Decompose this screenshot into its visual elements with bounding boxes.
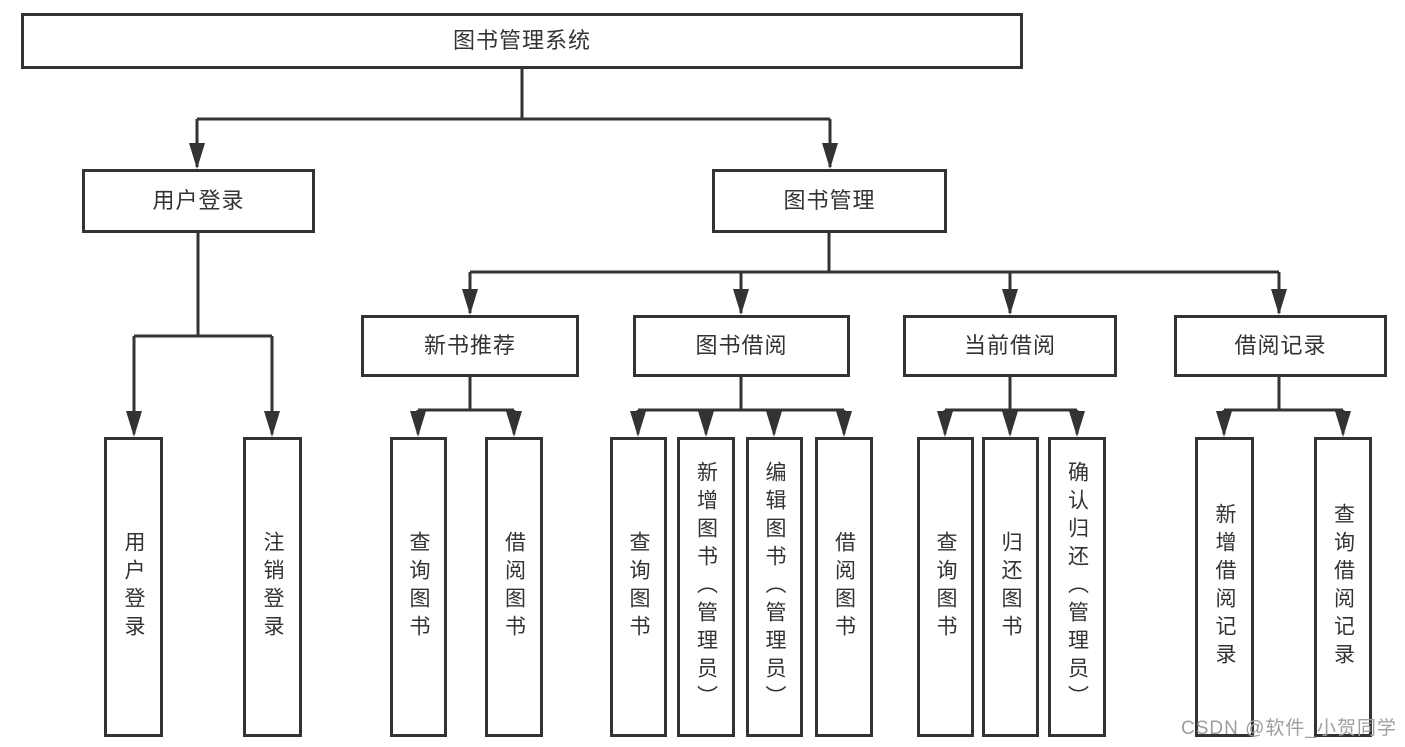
leaf-edit-book-admin: 编辑图书（管理员）	[746, 437, 803, 737]
arrowhead-icons	[126, 143, 1351, 437]
leaf-confirm-return-admin: 确认归还（管理员）	[1048, 437, 1106, 737]
node-user-login: 用户登录	[82, 169, 315, 233]
leaf-add-book-admin: 新增图书（管理员）	[677, 437, 735, 737]
node-new-book-recommend: 新书推荐	[361, 315, 579, 377]
leaf-query-books-borrow: 查询图书	[610, 437, 667, 737]
node-book-borrow: 图书借阅	[633, 315, 850, 377]
node-current-borrow: 当前借阅	[903, 315, 1117, 377]
leaf-query-borrow-record: 查询借阅记录	[1314, 437, 1372, 737]
leaf-add-borrow-record: 新增借阅记录	[1195, 437, 1254, 737]
leaf-logout-login: 注销登录	[243, 437, 302, 737]
leaf-return-book: 归还图书	[982, 437, 1039, 737]
node-root-library-system: 图书管理系统	[21, 13, 1023, 69]
leaf-query-books-current: 查询图书	[917, 437, 974, 737]
leaf-user-login: 用户登录	[104, 437, 163, 737]
csdn-watermark: CSDN @软件_小贺同学	[1181, 718, 1397, 739]
leaf-query-books-recommend: 查询图书	[390, 437, 447, 737]
leaf-borrow-book-borrow: 借阅图书	[815, 437, 873, 737]
node-book-management: 图书管理	[712, 169, 947, 233]
node-borrow-records: 借阅记录	[1174, 315, 1387, 377]
leaf-borrow-book-recommend: 借阅图书	[485, 437, 543, 737]
